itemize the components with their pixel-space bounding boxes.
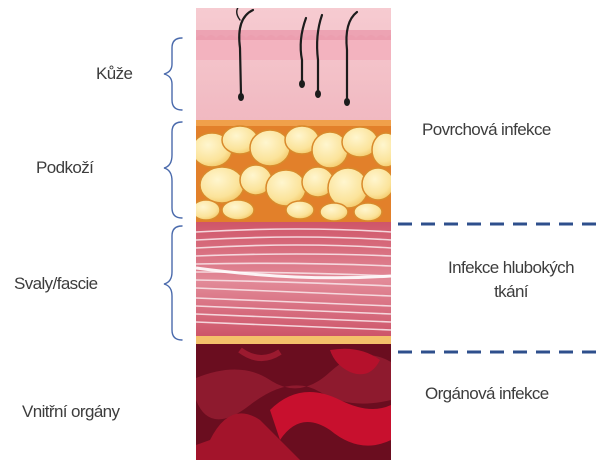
brace-muscle bbox=[164, 226, 182, 340]
label-muscle-fascia: Svaly/fascie bbox=[14, 274, 98, 294]
fat-lobules bbox=[192, 126, 400, 221]
label-skin: Kůže bbox=[96, 64, 132, 84]
label-deep-tissue-infection: Infekce hlubokých tkání bbox=[424, 258, 598, 302]
brace-subcutis bbox=[164, 122, 182, 218]
skin-layer bbox=[196, 8, 396, 120]
tissue-column bbox=[192, 6, 400, 460]
layer-braces bbox=[164, 38, 182, 340]
organ-layer bbox=[196, 344, 391, 460]
label-deep-line2: tkání bbox=[424, 282, 598, 302]
label-organ-infection: Orgánová infekce bbox=[425, 384, 549, 404]
subcutis-layer bbox=[192, 120, 400, 222]
brace-skin bbox=[164, 38, 182, 110]
label-deep-line1: Infekce hlubokých bbox=[424, 258, 598, 278]
label-internal-organs: Vnitřní orgány bbox=[22, 402, 119, 422]
fascia-band bbox=[196, 336, 391, 344]
label-superficial-infection: Povrchová infekce bbox=[422, 120, 551, 140]
muscle-layer bbox=[196, 222, 391, 340]
label-subcutis: Podkoží bbox=[36, 158, 93, 178]
